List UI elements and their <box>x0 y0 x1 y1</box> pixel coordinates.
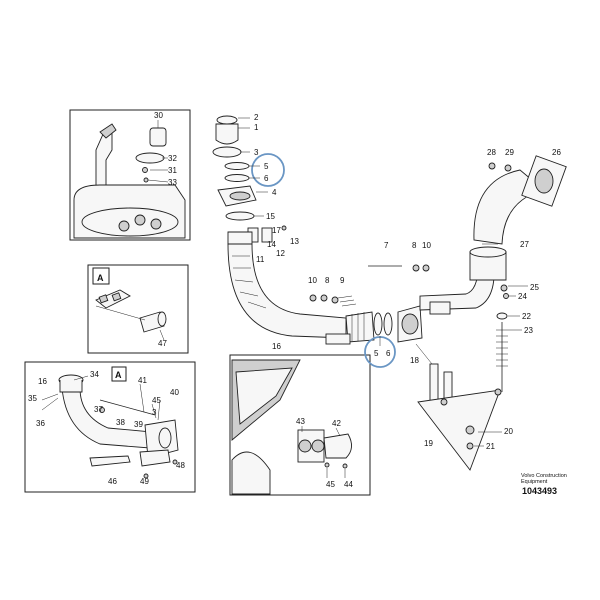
callout-47: 47 <box>158 339 167 348</box>
callout-8: 8 <box>412 241 417 250</box>
callout-16-main: 16 <box>272 342 281 351</box>
inset-detail-a <box>87 264 189 354</box>
callout-5-lower: 5 <box>374 349 379 358</box>
callout-10-lower: 10 <box>308 276 317 285</box>
callout-48: 48 <box>176 461 185 470</box>
highlight-ring-upper <box>251 153 285 187</box>
callout-20: 20 <box>504 427 513 436</box>
callout-16-inset: 16 <box>38 377 47 386</box>
callout-6b: 6 <box>386 349 391 358</box>
callout-12: 12 <box>276 249 285 258</box>
callout-44: 44 <box>344 480 353 489</box>
callout-31: 31 <box>168 166 177 175</box>
callout-9: 9 <box>340 276 345 285</box>
brand-line-1: Volvo Construction <box>521 473 567 479</box>
inset-muffler <box>69 109 191 241</box>
callout-37: 37 <box>94 405 103 414</box>
callout-2: 2 <box>254 113 259 122</box>
callout-3: 3 <box>254 148 259 157</box>
callout-15: 15 <box>266 212 275 221</box>
callout-41: 41 <box>138 376 147 385</box>
callout-43: 43 <box>296 417 305 426</box>
callout-49: 49 <box>140 477 149 486</box>
callout-labels: 1 2 3 4 5 6 15 17 13 14 12 11 16 10 8 7 … <box>28 111 561 489</box>
callout-5-upper: 5 <box>264 162 269 171</box>
callout-45b: 45 <box>326 480 335 489</box>
callout-21: 21 <box>486 442 495 451</box>
callout-3b: 3 <box>152 408 157 417</box>
inset-turbo-flange <box>229 354 371 496</box>
callout-7: 7 <box>384 241 389 250</box>
callout-13: 13 <box>290 237 299 246</box>
callout-6: 6 <box>264 174 269 183</box>
callout-18: 18 <box>410 356 419 365</box>
callout-24: 24 <box>518 292 527 301</box>
figure-number: 1043493 <box>522 486 557 496</box>
callout-28: 28 <box>487 148 496 157</box>
callout-14: 14 <box>267 240 276 249</box>
callout-30: 30 <box>154 111 163 120</box>
detail-markers: A A <box>97 273 127 382</box>
callout-10-upper: 10 <box>422 241 431 250</box>
callout-8b: 8 <box>325 276 330 285</box>
callout-45: 45 <box>152 396 161 405</box>
callout-29: 29 <box>505 148 514 157</box>
detail-letter-a-inset: A <box>97 273 104 283</box>
callout-38: 38 <box>116 418 125 427</box>
callout-26: 26 <box>552 148 561 157</box>
leader-lines <box>238 117 528 447</box>
callout-34: 34 <box>90 370 99 379</box>
callout-39: 39 <box>134 420 143 429</box>
callout-25: 25 <box>530 283 539 292</box>
figure-footer: Volvo Construction Equipment 1043493 <box>521 473 567 496</box>
callout-22: 22 <box>522 312 531 321</box>
callout-19: 19 <box>424 439 433 448</box>
callout-4: 4 <box>272 188 277 197</box>
callout-46: 46 <box>108 477 117 486</box>
detail-letter-a-assembly: A <box>115 370 122 380</box>
callout-32: 32 <box>168 154 177 163</box>
callout-42: 42 <box>332 419 341 428</box>
callout-27: 27 <box>520 240 529 249</box>
callout-11: 11 <box>256 255 265 264</box>
callout-35: 35 <box>28 394 37 403</box>
inset-pipe-assembly <box>24 361 196 493</box>
callout-1: 1 <box>254 123 259 132</box>
main-exhaust-assembly <box>212 115 567 471</box>
callout-33: 33 <box>168 178 177 187</box>
callout-23: 23 <box>524 326 533 335</box>
callout-17: 17 <box>272 226 281 235</box>
callout-40: 40 <box>170 388 179 397</box>
brand-line-2: Equipment <box>521 479 548 485</box>
callout-36: 36 <box>36 419 45 428</box>
